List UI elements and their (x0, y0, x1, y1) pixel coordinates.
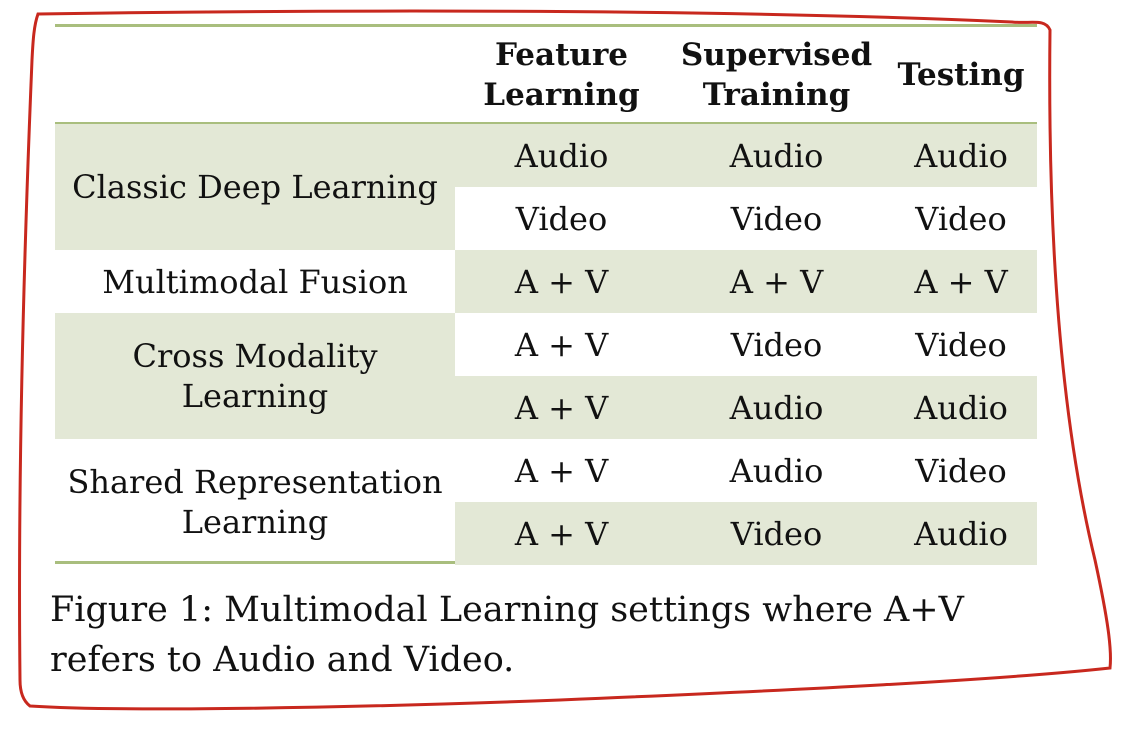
row-shade (455, 502, 1037, 565)
table-cell: Video (915, 199, 1007, 238)
row-shade (455, 376, 1037, 439)
table-cell: Video (730, 514, 823, 553)
table-cell: Audio (914, 514, 1008, 553)
column-header-line: Training (702, 77, 851, 113)
table-cell: A + V (514, 388, 609, 427)
group-label-shade (55, 124, 455, 250)
table-cell: Video (915, 451, 1007, 490)
row-group-label-line: Learning (181, 377, 329, 415)
table-cell: A + V (514, 325, 609, 364)
row-shade (455, 124, 1037, 187)
table-cell: Audio (514, 136, 609, 175)
table-cell: Audio (729, 451, 824, 490)
table-cell: A + V (514, 451, 609, 490)
table-cell: A + V (514, 262, 609, 301)
row-group-label: Classic Deep Learning (55, 124, 455, 250)
row-group-label-line: Cross Modality (132, 337, 378, 375)
column-header-line: Testing (897, 57, 1025, 93)
table-cell: Audio (914, 388, 1008, 427)
group-label-shade (55, 313, 455, 439)
table-cell: Video (515, 199, 608, 238)
table-cell: Audio (914, 136, 1008, 175)
row-group-label: Multimodal Fusion (55, 250, 455, 313)
row-group-label-line: Multimodal Fusion (102, 262, 408, 301)
outline-path (18, 9, 1112, 711)
table-cell: A + V (729, 262, 824, 301)
column-header-line: Feature (494, 37, 629, 73)
header-rule (55, 122, 1037, 125)
row-group-label-line: Learning (181, 503, 329, 541)
table-cell: Audio (729, 388, 824, 427)
column-header-line: Supervised (680, 37, 873, 73)
table-cell: A + V (914, 262, 1008, 301)
row-shade (455, 250, 1037, 313)
table-cell: Video (730, 325, 823, 364)
row-group-label-line: Classic Deep Learning (72, 168, 438, 206)
row-group-label-line: Shared Representation (67, 463, 443, 501)
table-cell: Video (915, 325, 1007, 364)
top-rule (55, 24, 1037, 27)
table-cell: A + V (514, 514, 609, 553)
table-cell: Video (730, 199, 823, 238)
column-header: Testing (885, 27, 1037, 123)
table-cell: Audio (729, 136, 824, 175)
column-header-line: Learning (483, 77, 640, 113)
figure-caption: Figure 1: Multimodal Learning settings w… (50, 590, 964, 680)
